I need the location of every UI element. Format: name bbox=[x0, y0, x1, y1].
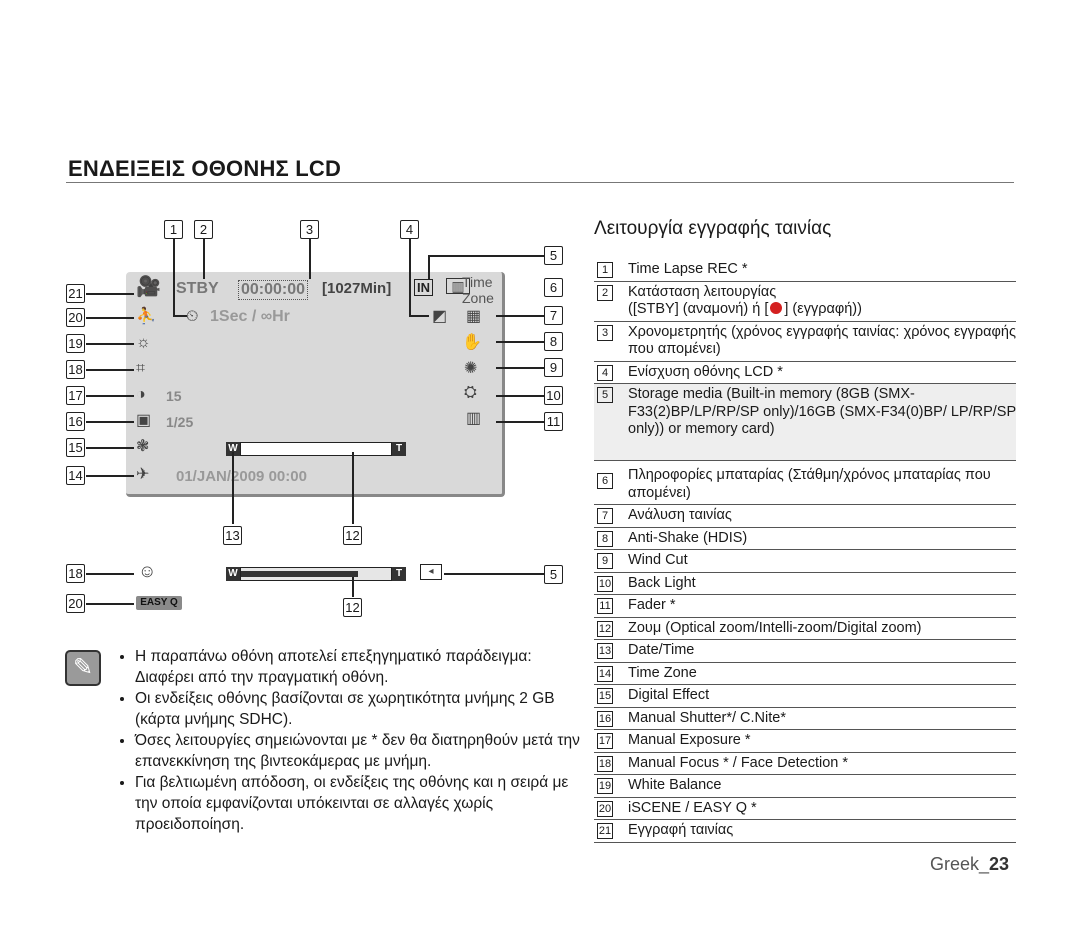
time-lapse-value: 1Sec / ∞Hr bbox=[210, 308, 290, 325]
callout-14: 14 bbox=[66, 466, 85, 485]
note-item: Για βελτιωμένη απόδοση, οι ενδείξεις της… bbox=[135, 772, 588, 835]
exposure-value: 15 bbox=[166, 388, 182, 404]
callout-8: 8 bbox=[544, 332, 563, 351]
callout-7: 7 bbox=[544, 306, 563, 325]
note-item: Η παραπάνω οθόνη αποτελεί επεξηγηματικό … bbox=[135, 646, 588, 688]
callout-9: 9 bbox=[544, 358, 563, 377]
callout-2: 2 bbox=[194, 220, 213, 239]
zoom-tele-label: T bbox=[392, 442, 406, 456]
manual-focus-icon: ⌗ bbox=[136, 360, 146, 377]
callout-13: 13 bbox=[223, 526, 242, 545]
back-light-icon: ⛭ bbox=[464, 384, 477, 401]
fader-icon: ▥ bbox=[466, 410, 482, 427]
lower-zoom-fill bbox=[241, 571, 358, 577]
note-item: Οι ενδείξεις οθόνης βασίζονται σε χωρητι… bbox=[135, 688, 588, 730]
anti-shake-icon: ✋ bbox=[462, 334, 482, 351]
callout-16: 16 bbox=[66, 412, 85, 431]
lcd-screen: 🎥 STBY 00:00:00 [1027Min] IN ▥ Time Zone… bbox=[126, 272, 505, 497]
storage-badge: IN bbox=[414, 279, 433, 296]
lcd-enhancer-icon: ◩ bbox=[432, 308, 448, 325]
callout-20: 20 bbox=[66, 308, 85, 327]
shutter-value: 1/25 bbox=[166, 414, 194, 430]
callout-6: 6 bbox=[544, 278, 563, 297]
face-detect-icon: ⛹ bbox=[136, 308, 156, 325]
digital-effect-icon: ❃ bbox=[136, 438, 150, 455]
callout-11: 11 bbox=[544, 412, 563, 431]
shutter-icon: ▣ bbox=[136, 412, 152, 429]
callout-4: 4 bbox=[400, 220, 419, 239]
exposure-icon: ◑ bbox=[136, 386, 146, 403]
resolution-icon: ▦ bbox=[466, 308, 482, 325]
lower-zoom-bar bbox=[240, 567, 392, 581]
page-number: 23 bbox=[989, 854, 1010, 874]
record-dot-icon bbox=[770, 302, 783, 314]
page-title: ΕΝΔΕΙΞΕΙΣ ΟΘΟΝΗΣ LCD bbox=[68, 156, 342, 181]
callout-19: 19 bbox=[66, 334, 85, 353]
callout-21: 21 bbox=[66, 284, 85, 303]
face-detection-icon: ☺ bbox=[138, 561, 157, 581]
movie-camera-icon: 🎥 bbox=[136, 276, 161, 298]
callout-5b: 5 bbox=[544, 565, 563, 584]
white-balance-icon: ☼ bbox=[136, 334, 151, 351]
notes-list: Η παραπάνω οθόνη αποτελεί επεξηγηματικό … bbox=[112, 646, 588, 835]
date-time: 01/JAN/2009 00:00 bbox=[176, 468, 307, 485]
zoom-bar bbox=[240, 442, 392, 456]
callout-17: 17 bbox=[66, 386, 85, 405]
time-zone-label: Time Zone bbox=[462, 274, 494, 306]
stby-indicator: STBY bbox=[176, 280, 219, 297]
callout-12b: 12 bbox=[343, 598, 362, 617]
timecode: 00:00:00 bbox=[238, 280, 309, 300]
lower-zoom-tele-label: T bbox=[392, 567, 406, 581]
memory-card-icon: ◂ bbox=[420, 564, 442, 580]
battery-icon: ▥ bbox=[446, 278, 470, 294]
note-pencil-icon: ✎ bbox=[65, 650, 101, 686]
easy-q-badge: EASY Q bbox=[136, 596, 182, 610]
wind-cut-icon: ✺ bbox=[464, 360, 478, 377]
callout-3: 3 bbox=[300, 220, 319, 239]
note-item: Όσες λειτουργίες σημειώνονται με * δεν θ… bbox=[135, 730, 588, 772]
callout-1: 1 bbox=[164, 220, 183, 239]
callout-10: 10 bbox=[544, 386, 563, 405]
zoom-wide-label: W bbox=[226, 442, 240, 456]
page-footer: Greek_23 bbox=[930, 854, 1010, 874]
lower-zoom-wide-label: W bbox=[226, 567, 240, 581]
airplane-icon: ✈ bbox=[136, 466, 150, 483]
section-title: Λειτουργία εγγραφής ταινίας bbox=[594, 218, 832, 239]
callout-18: 18 bbox=[66, 360, 85, 379]
callout-5: 5 bbox=[544, 246, 563, 265]
title-divider bbox=[66, 182, 1014, 183]
callout-20b: 20 bbox=[66, 594, 85, 613]
callout-18b: 18 bbox=[66, 564, 85, 583]
callout-12: 12 bbox=[343, 526, 362, 545]
callout-15: 15 bbox=[66, 438, 85, 457]
remaining-time: [1027Min] bbox=[322, 280, 392, 297]
time-lapse-icon: ⏲ bbox=[186, 308, 199, 325]
